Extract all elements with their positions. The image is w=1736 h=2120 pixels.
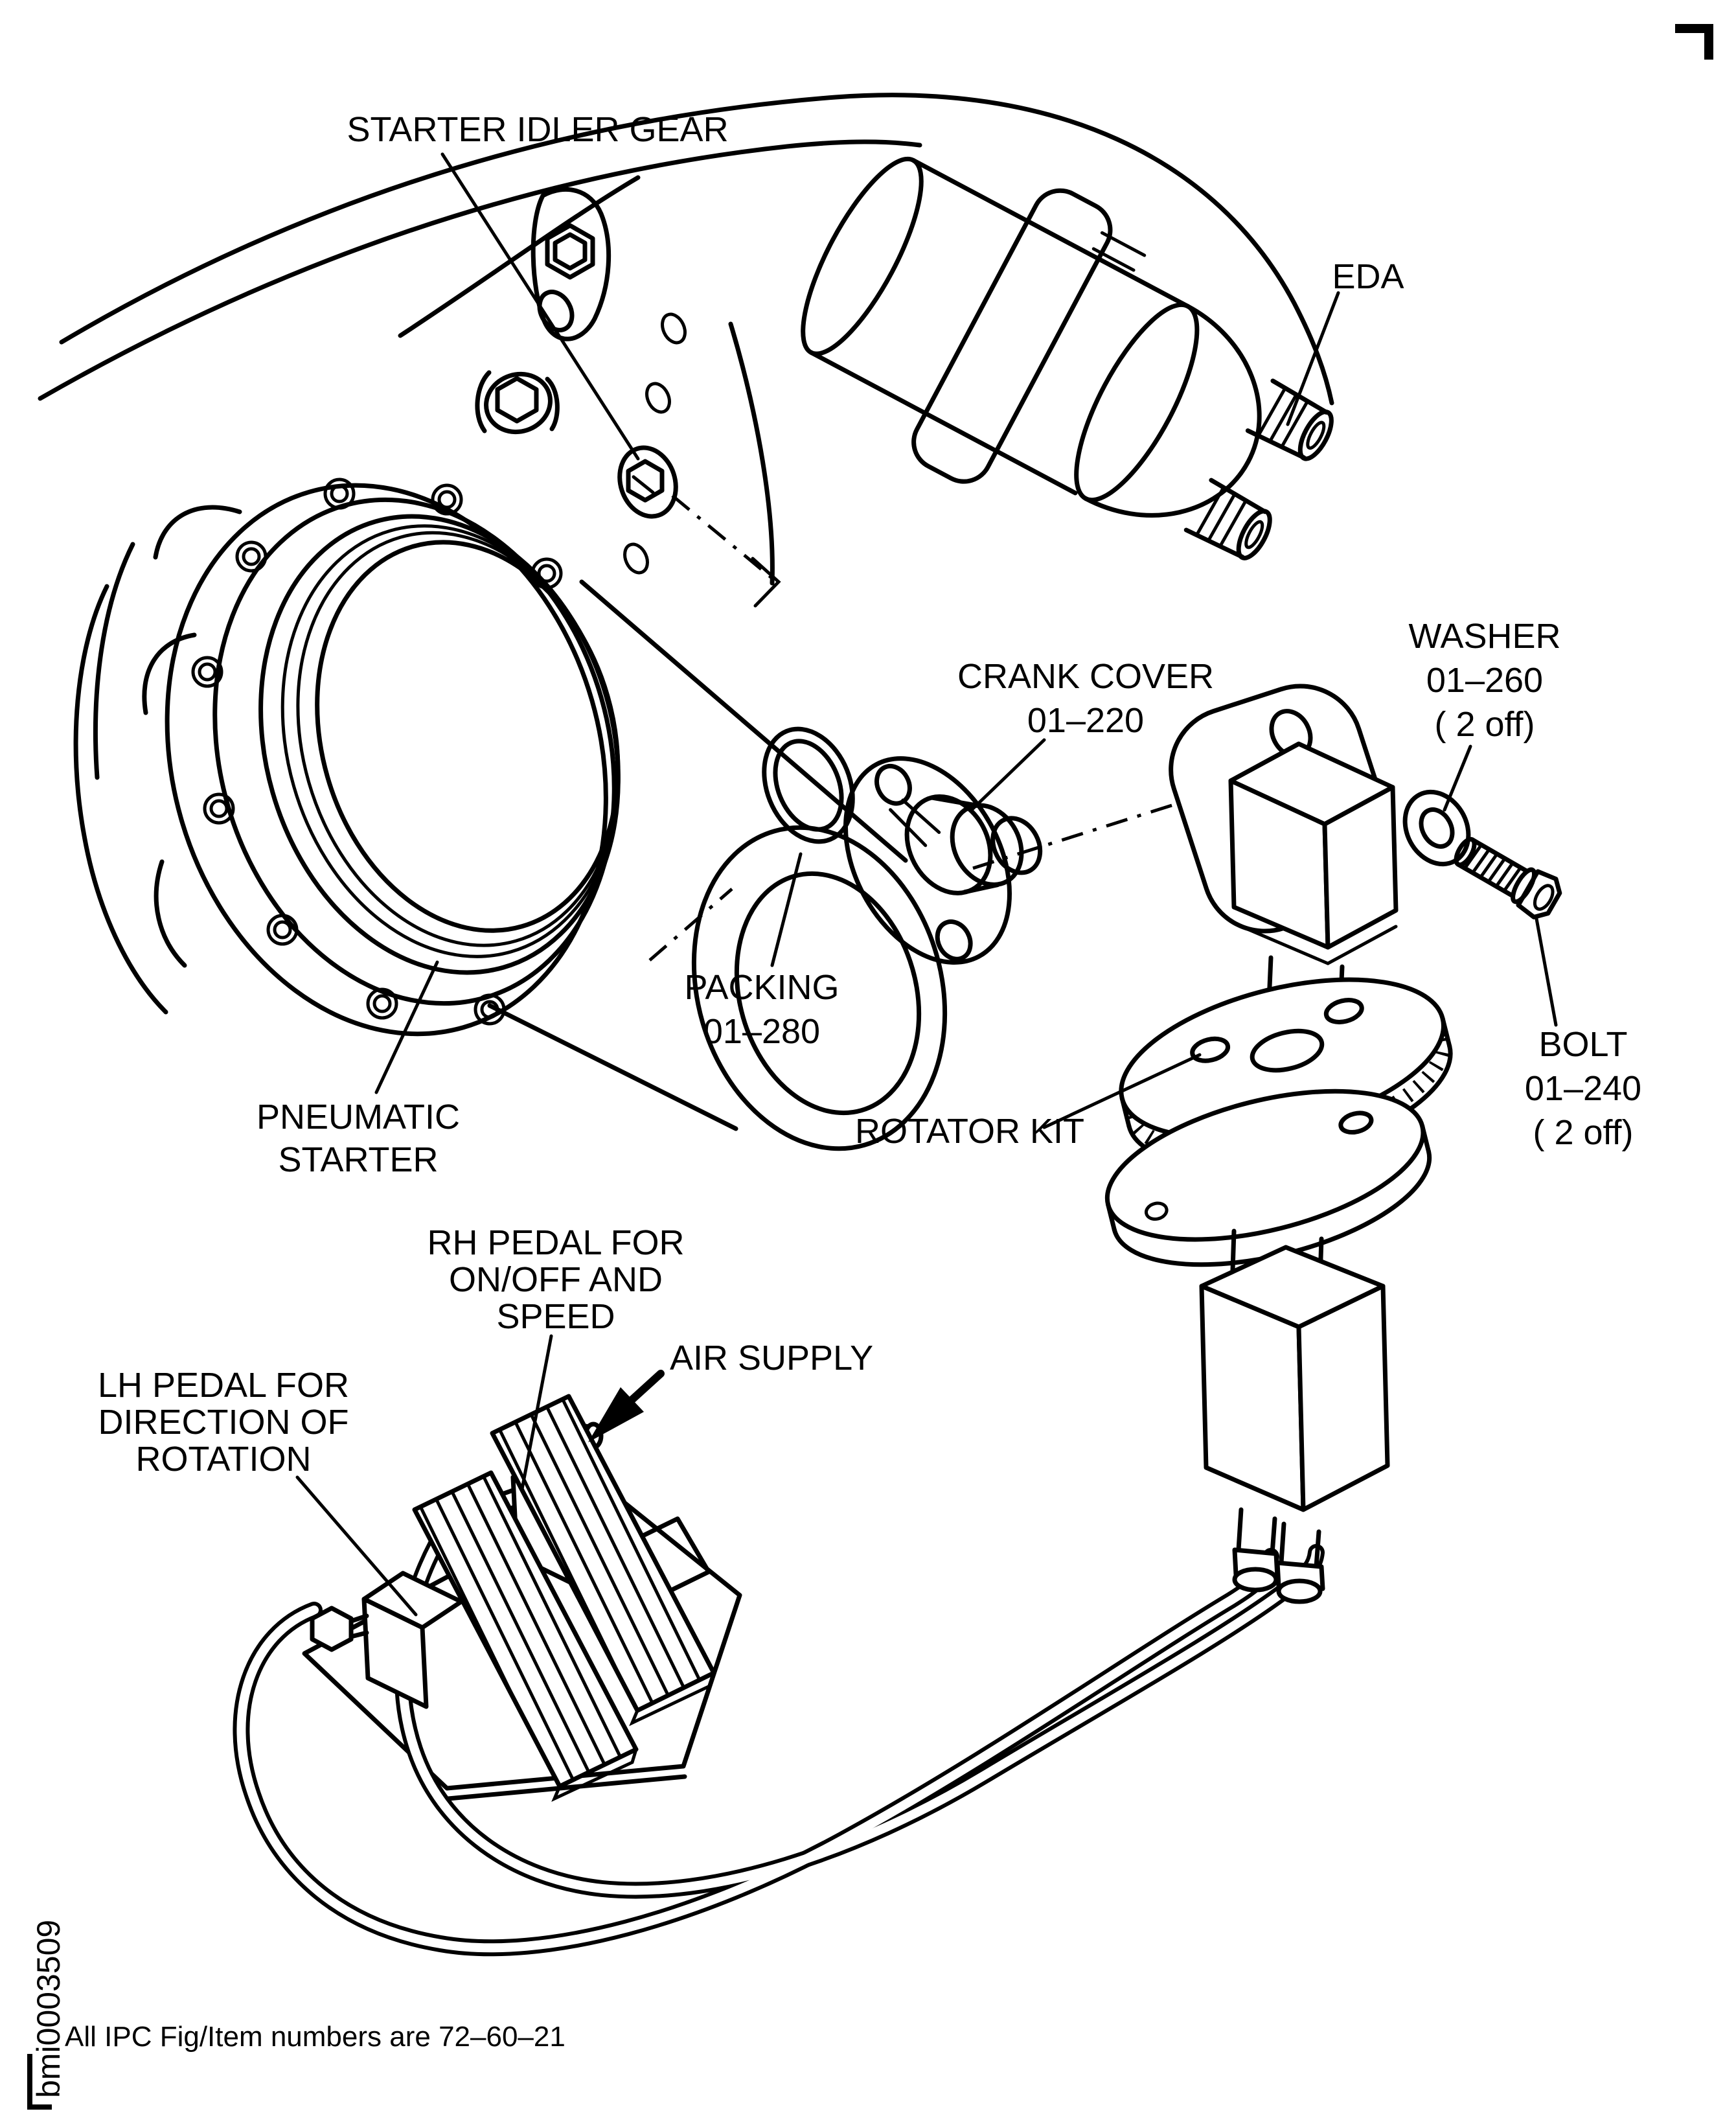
doc-id-bracket-icon [27,2054,52,2110]
label-crank-cover-number: 01–220 [1027,701,1144,740]
hose-fittings [1232,1507,1325,1604]
starter-idler-gear [617,445,678,519]
air-hoses [233,1515,1325,1957]
doc-id: bmi0003509 [30,1920,67,2098]
leader-packing [770,852,803,967]
packing-oring [762,726,855,844]
rotator-kit-assembly [1104,684,1453,1604]
label-rh-pedal: RH PEDAL FOR [427,1223,684,1262]
label-washer-number: 01–260 [1426,661,1543,700]
label-pneumatic-starter: PNEUMATIC [257,1098,460,1136]
label-packing: PACKING [684,968,839,1007]
rotator-lower-box [1199,1245,1390,1512]
leader-eda [1286,291,1340,426]
air-supply-arrow [588,1370,665,1442]
page-furniture: bmi0003509 All IPC Fig/Item numbers are … [27,24,1713,2110]
figure-caption: All IPC Fig/Item numbers are 72–60–21 [65,2021,565,2053]
label-washer-qty: ( 2 off) [1434,705,1535,744]
label-crank-cover: CRANK COVER [957,657,1214,696]
label-rh-pedal-2: ON/OFF AND [449,1260,663,1299]
label-air-supply: AIR SUPPLY [670,1339,873,1377]
label-washer: WASHER [1408,617,1560,656]
crank-cover-part [843,756,1043,965]
label-bolt-qty: ( 2 off) [1533,1113,1633,1152]
leader-bolt [1535,917,1558,1027]
rotator-top-box [1228,741,1399,965]
lh-pedal-board [412,1470,639,1803]
eda-stud-lower [1183,478,1272,560]
rh-pedal-board [490,1394,716,1727]
label-lh-pedal-2: DIRECTION OF [98,1403,349,1442]
leader-lines [295,152,1558,1617]
label-pneumatic-starter-2: STARTER [278,1140,438,1179]
labels: STARTER IDLER GEAR EDA WASHER 01–260 ( 2… [98,110,1641,1479]
leader-crank-cover [971,738,1046,811]
eda-unit [801,156,1334,560]
label-lh-pedal: LH PEDAL FOR [98,1366,349,1405]
leader-lh-pedal [295,1475,418,1617]
rotator-lower-plate [1104,1089,1432,1267]
label-lh-pedal-3: ROTATION [136,1440,312,1479]
label-packing-number: 01–280 [703,1012,820,1051]
bolt-part [1454,836,1562,919]
corner-mark-icon [1675,24,1713,60]
label-rotator-kit: ROTATOR KIT [855,1112,1084,1151]
starter-flange-bolts [191,478,563,1026]
leader-pneumatic-starter [374,960,439,1094]
leader-rotator-kit [1042,1053,1202,1129]
pedal-assembly [310,1394,716,1803]
label-eda: EDA [1332,257,1404,296]
leader-starter-idler-gear [440,152,640,461]
label-bolt: BOLT [1538,1025,1627,1064]
lh-pedal-block [310,1571,464,1709]
engine-casing [38,93,1334,586]
label-starter-idler-gear: STARTER IDLER GEAR [347,110,728,149]
leader-washer [1443,744,1472,812]
pneumatic-starter-unit [73,478,948,1151]
label-rh-pedal-3: SPEED [496,1297,615,1336]
label-bolt-number: 01–240 [1525,1069,1641,1108]
starter-bell [487,579,948,1151]
centerline [648,494,1224,962]
leader-rh-pedal [520,1334,553,1491]
